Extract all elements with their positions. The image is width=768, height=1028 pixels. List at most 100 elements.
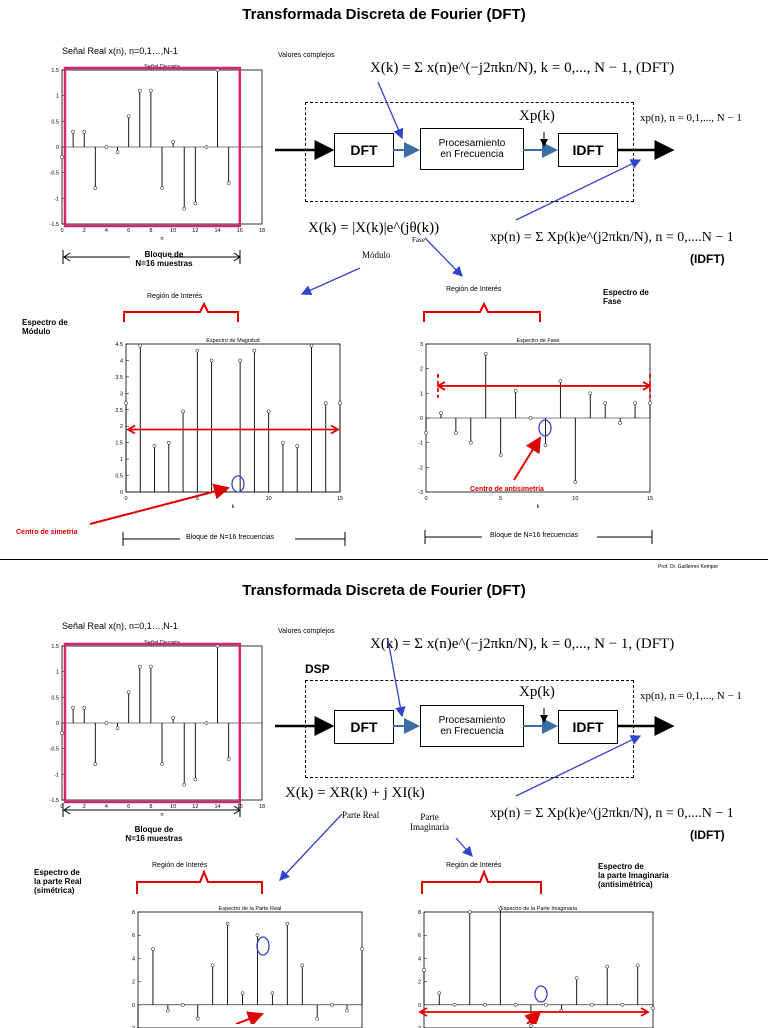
stem-marker <box>226 757 231 761</box>
plot-title: Espectro de la Parte Imaginaria <box>500 906 578 912</box>
stem-marker <box>513 1002 518 1007</box>
stem-marker <box>204 145 209 149</box>
arrowhead <box>126 424 136 435</box>
x-axis-label: n <box>160 236 163 242</box>
stem-marker <box>193 201 198 206</box>
stem-marker <box>437 991 442 996</box>
dsp-block-2 <box>305 680 634 778</box>
y-tick-label: 2.5 <box>115 408 123 414</box>
slide1-title: Transformada Discreta de Fourier (DFT) <box>242 6 526 23</box>
y-tick-label: -2 <box>418 465 423 471</box>
idft-formula: xp(n) = Σ Xp(k)e^(j2πkn/N), n = 0,....N … <box>490 230 734 245</box>
stem-marker <box>648 401 652 406</box>
stem-marker <box>270 991 275 996</box>
stem-marker <box>225 921 230 926</box>
real-part-chart: Espectro de la Parte Real-202468 <box>130 906 364 1028</box>
stem-marker <box>60 155 64 160</box>
block-label: Bloque de N=16 muestras <box>135 250 193 268</box>
author: Prof. Dr. Guillermo Kemper <box>658 564 719 570</box>
stem-marker <box>137 664 142 669</box>
stem-marker <box>651 1006 655 1011</box>
x-tick-label: 10 <box>266 496 272 502</box>
stem-marker <box>60 731 64 736</box>
dsp-flow-arrows <box>275 132 675 160</box>
stem-marker <box>309 343 314 348</box>
y-tick-label: -0.5 <box>50 747 59 753</box>
stem-marker <box>180 1002 185 1007</box>
y-tick-label: -3 <box>418 490 423 496</box>
y-tick-label: 1.5 <box>51 68 59 74</box>
x-tick-label: 10 <box>170 228 176 234</box>
stem-marker <box>266 409 271 414</box>
center-symmetry-label: Centro de simetría <box>16 529 78 536</box>
signal-label-2: Señal Real x(n), n=0,1…,N-1 <box>62 621 178 631</box>
stem-marker <box>115 150 120 154</box>
x-tick-label: 14 <box>214 804 220 810</box>
stem-marker <box>295 444 300 448</box>
y-tick-label: 0 <box>56 721 59 727</box>
stem-marker <box>195 348 200 353</box>
stem-marker <box>315 1016 320 1021</box>
stem-marker <box>360 947 364 951</box>
xp-n-label: xp(n), n = 0,1,..., N − 1 <box>640 112 742 124</box>
fase-label: Fase <box>412 236 425 244</box>
xp-label-2: Xp(k) <box>519 684 555 700</box>
dft-box: DFT <box>334 133 394 167</box>
freq-arrow-left <box>122 532 346 546</box>
region-interest-left-2: Región de Interés <box>152 862 208 869</box>
y-tick-label: 1.5 <box>115 441 123 447</box>
idft-tag: (IDFT) <box>690 252 725 266</box>
dft-formula: X(k) = Σ x(n)e^(−j2πkn/N), k = 0,..., N … <box>370 60 675 76</box>
stem-marker <box>452 1002 457 1007</box>
y-tick-label: 1 <box>56 670 59 676</box>
stem-marker <box>338 401 342 406</box>
x-tick-label: 8 <box>149 228 152 234</box>
stem-marker <box>138 343 143 348</box>
stem-marker <box>182 206 187 211</box>
stem-marker <box>574 976 579 980</box>
stem-marker <box>439 411 443 415</box>
stem-marker <box>498 906 503 911</box>
stem-marker <box>558 379 563 383</box>
stem-marker <box>544 1002 548 1007</box>
stem-marker <box>635 963 640 968</box>
y-tick-label: -1.5 <box>50 798 59 804</box>
stem-marker <box>181 409 185 414</box>
stem-marker <box>71 129 75 134</box>
dsp-block <box>305 102 634 202</box>
idft-formula-2: xp(n) = Σ Xp(k)e^(j2πkn/N), n = 0,....N … <box>490 806 734 821</box>
region-braces <box>123 301 541 322</box>
y-tick-label: 2 <box>132 980 135 986</box>
stem-marker <box>513 389 518 393</box>
stem-marker <box>603 401 608 406</box>
x-axis-label: n <box>160 812 163 818</box>
arrowhead <box>436 381 446 391</box>
plot-title: Espectro de Magnitud <box>206 338 260 344</box>
stem-marker <box>104 145 109 149</box>
stem-marker <box>137 88 142 93</box>
stem-marker <box>182 782 187 787</box>
stem-marker <box>160 186 164 190</box>
stem-marker <box>422 968 426 972</box>
plot-title: Espectro de Fase <box>516 338 559 344</box>
stem-marker <box>149 664 153 669</box>
plot-title: Espectro de la Parte Real <box>219 906 282 912</box>
region-braces-2 <box>136 869 542 894</box>
arrowhead <box>330 424 340 435</box>
red-annotations-2 <box>235 936 650 1024</box>
x-tick-label: 6 <box>127 804 130 810</box>
slide-separator <box>0 559 768 560</box>
stem-marker <box>543 443 548 447</box>
y-tick-label: 4 <box>418 956 421 962</box>
stem-marker <box>323 401 328 406</box>
freq-arrow-right <box>424 530 653 544</box>
stem-marker <box>209 358 214 363</box>
x-tick-label: 6 <box>127 228 130 234</box>
dft-box-2: DFT <box>334 710 394 744</box>
region-interest-left: Región de Interés <box>147 293 203 300</box>
stem-marker <box>620 1002 625 1007</box>
modulo-label: Módulo <box>362 250 391 260</box>
